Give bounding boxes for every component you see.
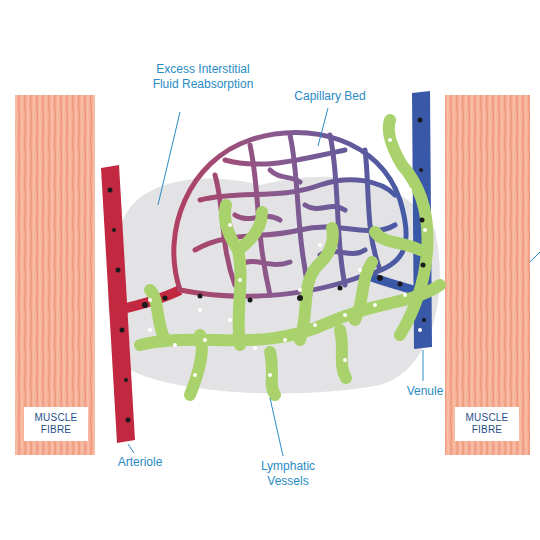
- fluid-particle: [283, 338, 287, 342]
- blood-cell: [126, 418, 131, 423]
- leader-line: [158, 112, 180, 205]
- fluid-particle: [313, 323, 317, 327]
- muscle-fibre: [445, 95, 530, 455]
- blood-cell: [124, 378, 128, 382]
- fluid-particle: [343, 358, 347, 362]
- muscle-fibre: [15, 95, 530, 455]
- lymphatic-vessel: [225, 205, 238, 250]
- blood-cell: [338, 286, 343, 291]
- blood-cell: [421, 263, 426, 268]
- leader-line: [128, 444, 134, 453]
- lymphatic-vessel: [318, 228, 333, 265]
- fluid-particle: [228, 318, 232, 322]
- leader-line: [318, 108, 328, 146]
- blood-cell: [163, 296, 168, 301]
- lymphatic-vessel: [238, 212, 262, 250]
- fluid-particle: [173, 343, 177, 347]
- lymphatic-vessel: [190, 335, 202, 395]
- fluid-particle: [253, 346, 257, 350]
- callout-label: Excess Interstitial Fluid Reabsorption: [147, 62, 259, 92]
- fluid-particle: [228, 223, 232, 227]
- fluid-particle: [343, 313, 347, 317]
- lymphatic-vessel: [140, 120, 440, 395]
- fluid-particle: [148, 138, 427, 377]
- blood-cell: [120, 328, 125, 333]
- node-text: MUSCLE FIBRE: [28, 412, 84, 436]
- callout-label: Arteriole: [105, 455, 175, 470]
- lymphatic-vessel: [355, 262, 372, 320]
- blood-cell: [419, 168, 423, 172]
- lymphatic-vessel: [389, 120, 428, 335]
- callout-label: Venule: [395, 384, 455, 399]
- blood-cell: [398, 282, 403, 287]
- callout-label: Lymphatic Vessels: [248, 459, 328, 489]
- fluid-particle: [318, 243, 322, 247]
- blood-cell: [116, 268, 121, 273]
- blood-cell: [108, 118, 427, 423]
- fluid-particle: [403, 293, 407, 297]
- blood-cell: [422, 318, 426, 322]
- capillary-bed: [240, 261, 290, 265]
- capillary-bed: [225, 150, 345, 164]
- blood-cell: [377, 275, 383, 281]
- leader-line: [423, 350, 424, 381]
- leader-line: [128, 108, 540, 456]
- fluid-particle: [198, 308, 202, 312]
- fluid-particle: [238, 278, 242, 282]
- fluid-particle: [408, 188, 412, 192]
- lymphatic-vessel: [238, 250, 241, 345]
- capillary-bed: [270, 170, 300, 182]
- node-text: MUSCLE FIBRE: [459, 412, 515, 436]
- blood-cell: [297, 295, 303, 301]
- lymphatic-vessel: [340, 330, 346, 378]
- fluid-particle: [148, 298, 152, 302]
- fluid-particle: [148, 328, 152, 332]
- blood-cell: [418, 118, 423, 123]
- capillary-bed: [180, 275, 365, 296]
- fluid-particle: [203, 338, 207, 342]
- blood-cell: [112, 228, 116, 232]
- callout-label: Capillary Bed: [280, 89, 380, 104]
- fluid-particle: [423, 228, 427, 232]
- muscle-fibre-label-box: MUSCLE FIBRE: [24, 407, 88, 441]
- muscle-fibre: [15, 95, 95, 455]
- blood-cell: [420, 218, 425, 223]
- fluid-particle: [373, 303, 377, 307]
- fluid-particle: [298, 288, 302, 292]
- capillary-bed: [305, 205, 345, 210]
- fluid-particle: [358, 268, 362, 272]
- blood-cell: [142, 302, 148, 308]
- blood-cell: [248, 298, 253, 303]
- leader-line: [530, 252, 540, 262]
- fluid-particle: [388, 138, 392, 142]
- venule: [365, 275, 414, 290]
- muscle-fibre-label-box: MUSCLE FIBRE: [455, 407, 519, 441]
- capillary-bed: [365, 150, 380, 270]
- leader-line: [270, 398, 283, 456]
- lymphatic-vessel: [300, 265, 318, 340]
- blood-cell: [108, 188, 113, 193]
- fluid-particle: [268, 373, 272, 377]
- fluid-particle: [193, 373, 197, 377]
- lymphatic-vessel: [375, 232, 420, 250]
- fluid-particle: [418, 328, 422, 332]
- arteriole: [101, 165, 180, 443]
- blood-cell: [198, 294, 203, 299]
